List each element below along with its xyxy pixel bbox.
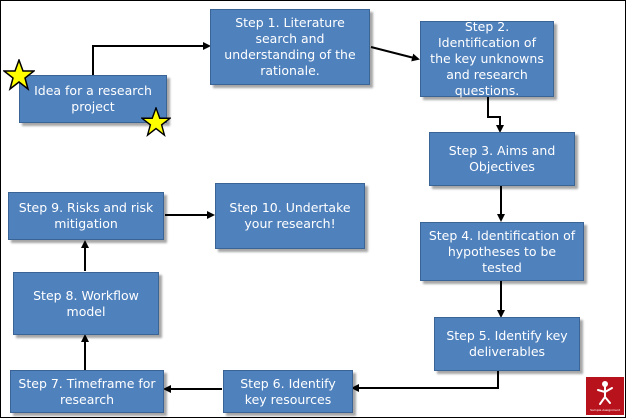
- arrow-idea-to-step1: [92, 42, 211, 75]
- box-step3: Step 3. Aims and Objectives: [429, 132, 575, 186]
- logo-text: Sample Assignment: [590, 408, 620, 412]
- box-step1: Step 1. Literature search and understand…: [210, 9, 370, 85]
- logo-figure-icon: [597, 381, 613, 405]
- box-step7: Step 7. Timeframe for research: [10, 370, 164, 413]
- arrow-step1-to-step2: [370, 46, 420, 62]
- star-icon: [3, 59, 35, 91]
- box-step2: Step 2. Identification of the key unknow…: [420, 19, 554, 98]
- box-step9-label: Step 9. Risks and risk mitigation: [18, 200, 154, 231]
- box-step10-label: Step 10. Undertake your research!: [229, 200, 351, 231]
- box-step2-label: Step 2. Identification of the key unknow…: [430, 19, 544, 98]
- box-step7-label: Step 7. Timeframe for research: [18, 375, 156, 407]
- box-step8-label: Step 8. Workflow model: [33, 287, 139, 319]
- box-step1-label: Step 1. Literature search and understand…: [224, 15, 356, 78]
- box-idea-label: Idea for a research project: [34, 83, 152, 114]
- box-step6-label: Step 6. Identify key resources: [240, 375, 336, 407]
- box-idea: Idea for a research project: [19, 75, 167, 123]
- box-step4-label: Step 4. Identification of hypotheses to …: [428, 227, 576, 275]
- box-step6: Step 6. Identify key resources: [223, 370, 353, 413]
- arrow-step2-to-step3: [487, 97, 504, 133]
- star-icon: [141, 107, 171, 137]
- box-step5-label: Step 5. Identify key deliverables: [446, 328, 568, 359]
- arrow-step5-to-step6: [351, 371, 499, 392]
- box-step10: Step 10. Undertake your research!: [215, 183, 365, 249]
- logo-icon: Sample Assignment: [586, 377, 624, 415]
- box-step9: Step 9. Risks and risk mitigation: [8, 192, 164, 240]
- box-step8: Step 8. Workflow model: [13, 272, 159, 335]
- box-step5: Step 5. Identify key deliverables: [434, 317, 580, 371]
- box-step4: Step 4. Identification of hypotheses to …: [420, 222, 584, 281]
- box-step3-label: Step 3. Aims and Objectives: [448, 143, 556, 174]
